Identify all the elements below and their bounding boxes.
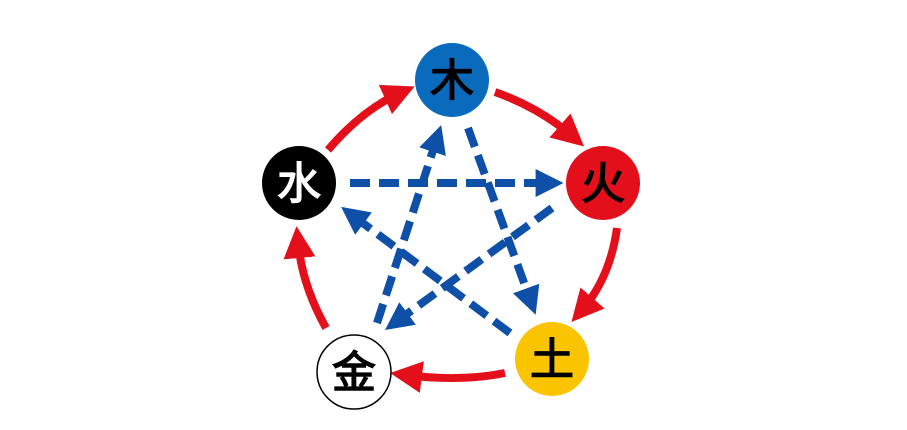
arrow-wood-to-earth (464, 126, 540, 315)
node-metal: 金 (316, 334, 392, 410)
node-water: 水 (262, 146, 336, 220)
earth-circle (515, 322, 589, 396)
metal-circle (316, 334, 392, 410)
arrow-earth-to-water (341, 206, 513, 337)
arrow-metal-to-wood (373, 125, 446, 325)
node-earth: 土 (515, 322, 589, 396)
arrow-fire-to-metal (385, 204, 555, 331)
wood-circle (415, 43, 489, 117)
wood-label: 木 (430, 56, 474, 107)
metal-label: 金 (331, 348, 377, 399)
element-nodes: 木火土 金 水 (262, 43, 640, 410)
arrow-wood-to-fire (493, 88, 585, 147)
arrow-metal-to-water (283, 226, 330, 330)
arrow-earth-to-metal (390, 361, 506, 393)
overcoming-cycle-arrows (341, 125, 564, 337)
fire-circle (566, 146, 640, 220)
arrow-water-to-wood (324, 84, 415, 153)
fire-label: 火 (581, 159, 625, 210)
node-fire: 火 (566, 146, 640, 220)
water-label: 水 (277, 159, 322, 210)
arrow-fire-to-earth (571, 227, 621, 323)
earth-label: 土 (530, 335, 574, 386)
node-wood: 木 (415, 43, 489, 117)
generating-cycle-arrows (283, 84, 621, 393)
water-circle (262, 146, 336, 220)
